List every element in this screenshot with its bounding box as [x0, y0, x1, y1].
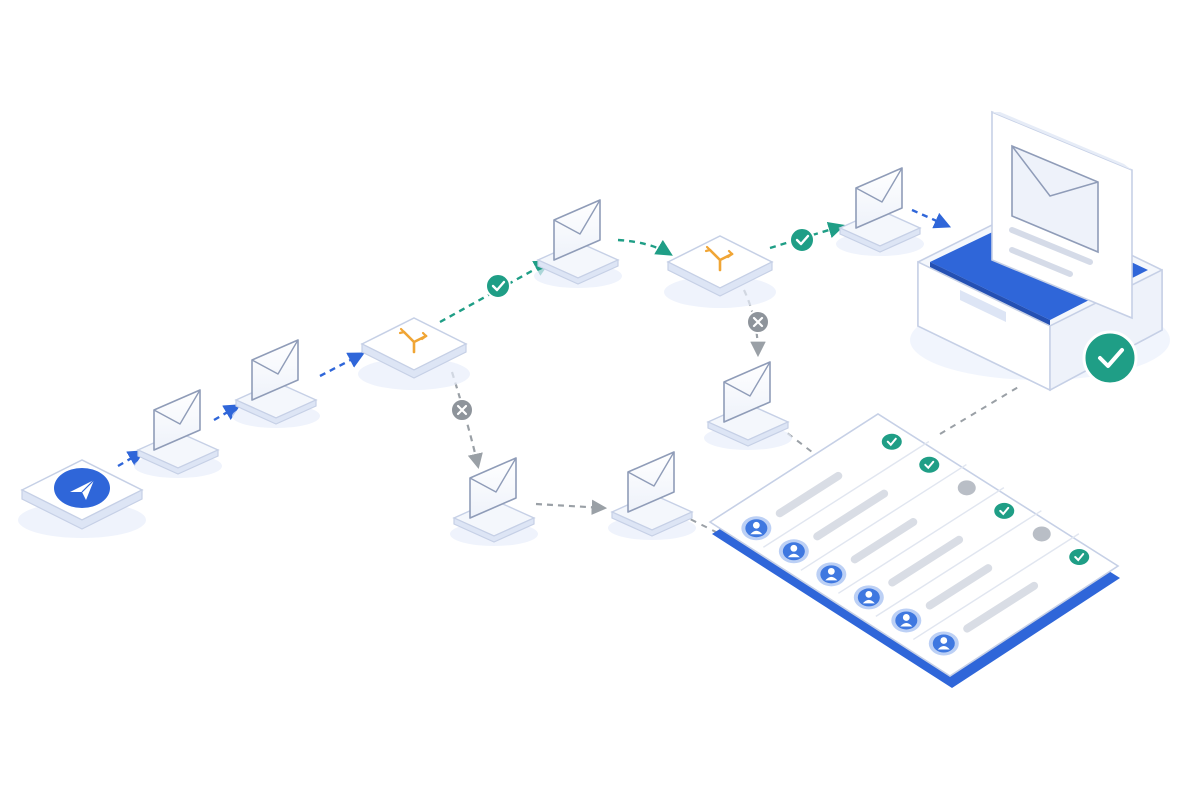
envelope-icon — [835, 167, 925, 257]
envelope-icon — [607, 451, 697, 541]
row-divider — [763, 440, 930, 548]
row-divider — [800, 463, 967, 571]
user-icon — [928, 631, 959, 656]
yes-check-icon — [788, 226, 816, 254]
branch-node-2[interactable] — [662, 234, 778, 310]
email-node-6[interactable] — [607, 451, 697, 541]
sent-check-icon — [919, 456, 940, 473]
contact-row[interactable] — [778, 456, 940, 564]
user-icon — [741, 516, 772, 541]
connector-branch-2-no — [743, 289, 766, 358]
contact-rows — [741, 433, 1090, 656]
row-divider — [875, 510, 1042, 617]
contact-row[interactable] — [741, 433, 902, 541]
envelope-icon — [133, 389, 223, 479]
sent-check-icon — [1069, 549, 1090, 565]
email-node-1[interactable] — [133, 389, 223, 479]
inbox[interactable] — [910, 110, 1170, 392]
connector-list-to-inbox — [939, 385, 1021, 435]
split-arrow-icon — [662, 234, 778, 310]
email-node-5[interactable] — [449, 457, 539, 547]
connector-email-1-to-email-2 — [213, 404, 241, 422]
connector-email-5-to-email-6 — [535, 499, 608, 515]
contact-name-placeholder — [963, 581, 1039, 633]
email-node-4[interactable] — [835, 167, 925, 257]
contact-name-placeholder — [813, 489, 889, 541]
paper-plane-icon — [70, 479, 95, 500]
contact-row[interactable] — [891, 526, 1051, 633]
email-node-2[interactable] — [231, 339, 321, 429]
no-cross-icon — [745, 309, 771, 335]
split-arrow-icon — [356, 316, 472, 392]
inbox-check-icon — [1082, 330, 1138, 386]
contact-row[interactable] — [853, 502, 1015, 610]
contact-name-placeholder — [925, 564, 993, 610]
pending-status-icon — [1032, 526, 1051, 542]
envelope-icon — [231, 339, 321, 429]
start-node[interactable] — [18, 459, 146, 538]
row-divider — [912, 533, 1080, 641]
user-icon — [891, 608, 922, 633]
user-icon — [816, 562, 847, 587]
connector-email-4-to-inbox — [911, 208, 952, 229]
contact-name-placeholder — [850, 518, 918, 564]
yes-check-icon — [484, 272, 512, 300]
branch-node-1[interactable] — [356, 316, 472, 392]
pending-status-icon — [957, 480, 976, 496]
sent-check-icon — [881, 433, 902, 450]
inbox-letter — [991, 110, 1133, 320]
envelope-icon — [703, 361, 793, 451]
contact-row[interactable] — [816, 480, 976, 587]
contact-list-panel — [708, 413, 1120, 688]
envelope-icon — [533, 199, 623, 289]
connector-email-3-to-branch-2 — [617, 238, 673, 256]
envelope-icon — [449, 457, 539, 547]
user-icon — [778, 539, 809, 564]
connector-branch-1-yes — [439, 260, 551, 324]
row-divider — [837, 487, 1005, 594]
contact-name-placeholder — [888, 535, 964, 587]
contact-row[interactable] — [928, 549, 1090, 656]
user-icon — [853, 585, 884, 610]
sent-check-icon — [994, 502, 1015, 519]
no-cross-icon — [449, 397, 475, 423]
email-node-7[interactable] — [703, 361, 793, 451]
email-node-3[interactable] — [533, 199, 623, 289]
connector-email-2-to-branch-1 — [319, 352, 365, 378]
contact-name-placeholder — [775, 471, 843, 518]
